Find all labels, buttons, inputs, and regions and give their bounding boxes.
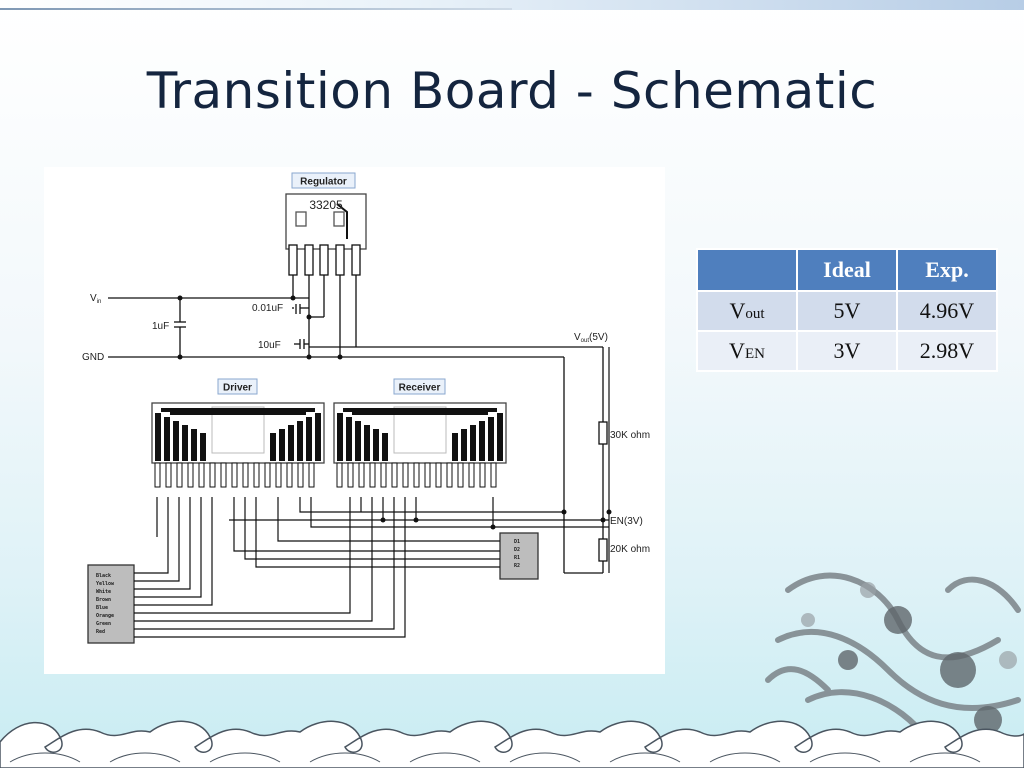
cap-10uf-label: 10uF <box>258 340 281 351</box>
conn-right-r2: R2 <box>514 563 520 569</box>
table-header-ideal: Ideal <box>796 248 898 292</box>
conn-left-red: Red <box>96 629 105 635</box>
conn-right-d1: D1 <box>514 539 520 545</box>
en-label: EN(3V) <box>610 516 643 527</box>
receiver-label: Receiver <box>399 383 441 394</box>
conn-right-d2: D2 <box>514 547 520 553</box>
schematic-diagram: Regulator 33205 Vin GND 1uF 0.01uF 10uF … <box>44 167 665 674</box>
vout-label: Vout(5V) <box>574 332 608 344</box>
row-exp-ven: 2.98V <box>896 330 998 372</box>
gnd-label: GND <box>82 352 104 363</box>
table-header-exp: Exp. <box>896 248 998 292</box>
row-ideal-ven: 3V <box>796 330 898 372</box>
conn-left-blue: Blue <box>96 605 108 611</box>
schematic-svg: Regulator 33205 Vin GND 1uF 0.01uF 10uF … <box>82 172 650 644</box>
row-ideal-vout: 5V <box>796 290 898 332</box>
results-table: Ideal Exp. Vout 5V 4.96V VEN 3V 2.98V <box>696 248 998 372</box>
slide-title: Transition Board - Schematic <box>146 62 878 120</box>
top-accent-bar <box>0 0 1024 10</box>
conn-left-white: White <box>96 589 111 595</box>
wave-decoration <box>0 720 1024 768</box>
conn-left-green: Green <box>96 621 111 627</box>
cap-001uf-label: 0.01uF <box>252 303 283 314</box>
row-label-ven: VEN <box>696 330 798 372</box>
table-header-empty <box>696 248 798 292</box>
table-row: Vout 5V 4.96V <box>696 290 998 332</box>
table-header-row: Ideal Exp. <box>696 248 998 292</box>
conn-left-black: Black <box>96 573 111 579</box>
cap-1uf-label: 1uF <box>152 321 169 332</box>
regulator-chip-label: 33205 <box>309 198 343 212</box>
row-exp-vout: 4.96V <box>896 290 998 332</box>
res-20k-label: 20K ohm <box>610 544 650 555</box>
driver-label: Driver <box>223 383 252 394</box>
vin-label: Vin <box>90 293 101 305</box>
conn-left-brown: Brown <box>96 597 111 603</box>
row-label-vout: Vout <box>696 290 798 332</box>
conn-left-orange: Orange <box>96 613 114 619</box>
res-30k-label: 30K ohm <box>610 430 650 441</box>
table-row: VEN 3V 2.98V <box>696 330 998 372</box>
top-accent-line <box>0 8 512 10</box>
regulator-label: Regulator <box>300 177 347 188</box>
conn-left-yellow: Yellow <box>96 581 115 587</box>
conn-right-r1: R1 <box>514 555 520 561</box>
